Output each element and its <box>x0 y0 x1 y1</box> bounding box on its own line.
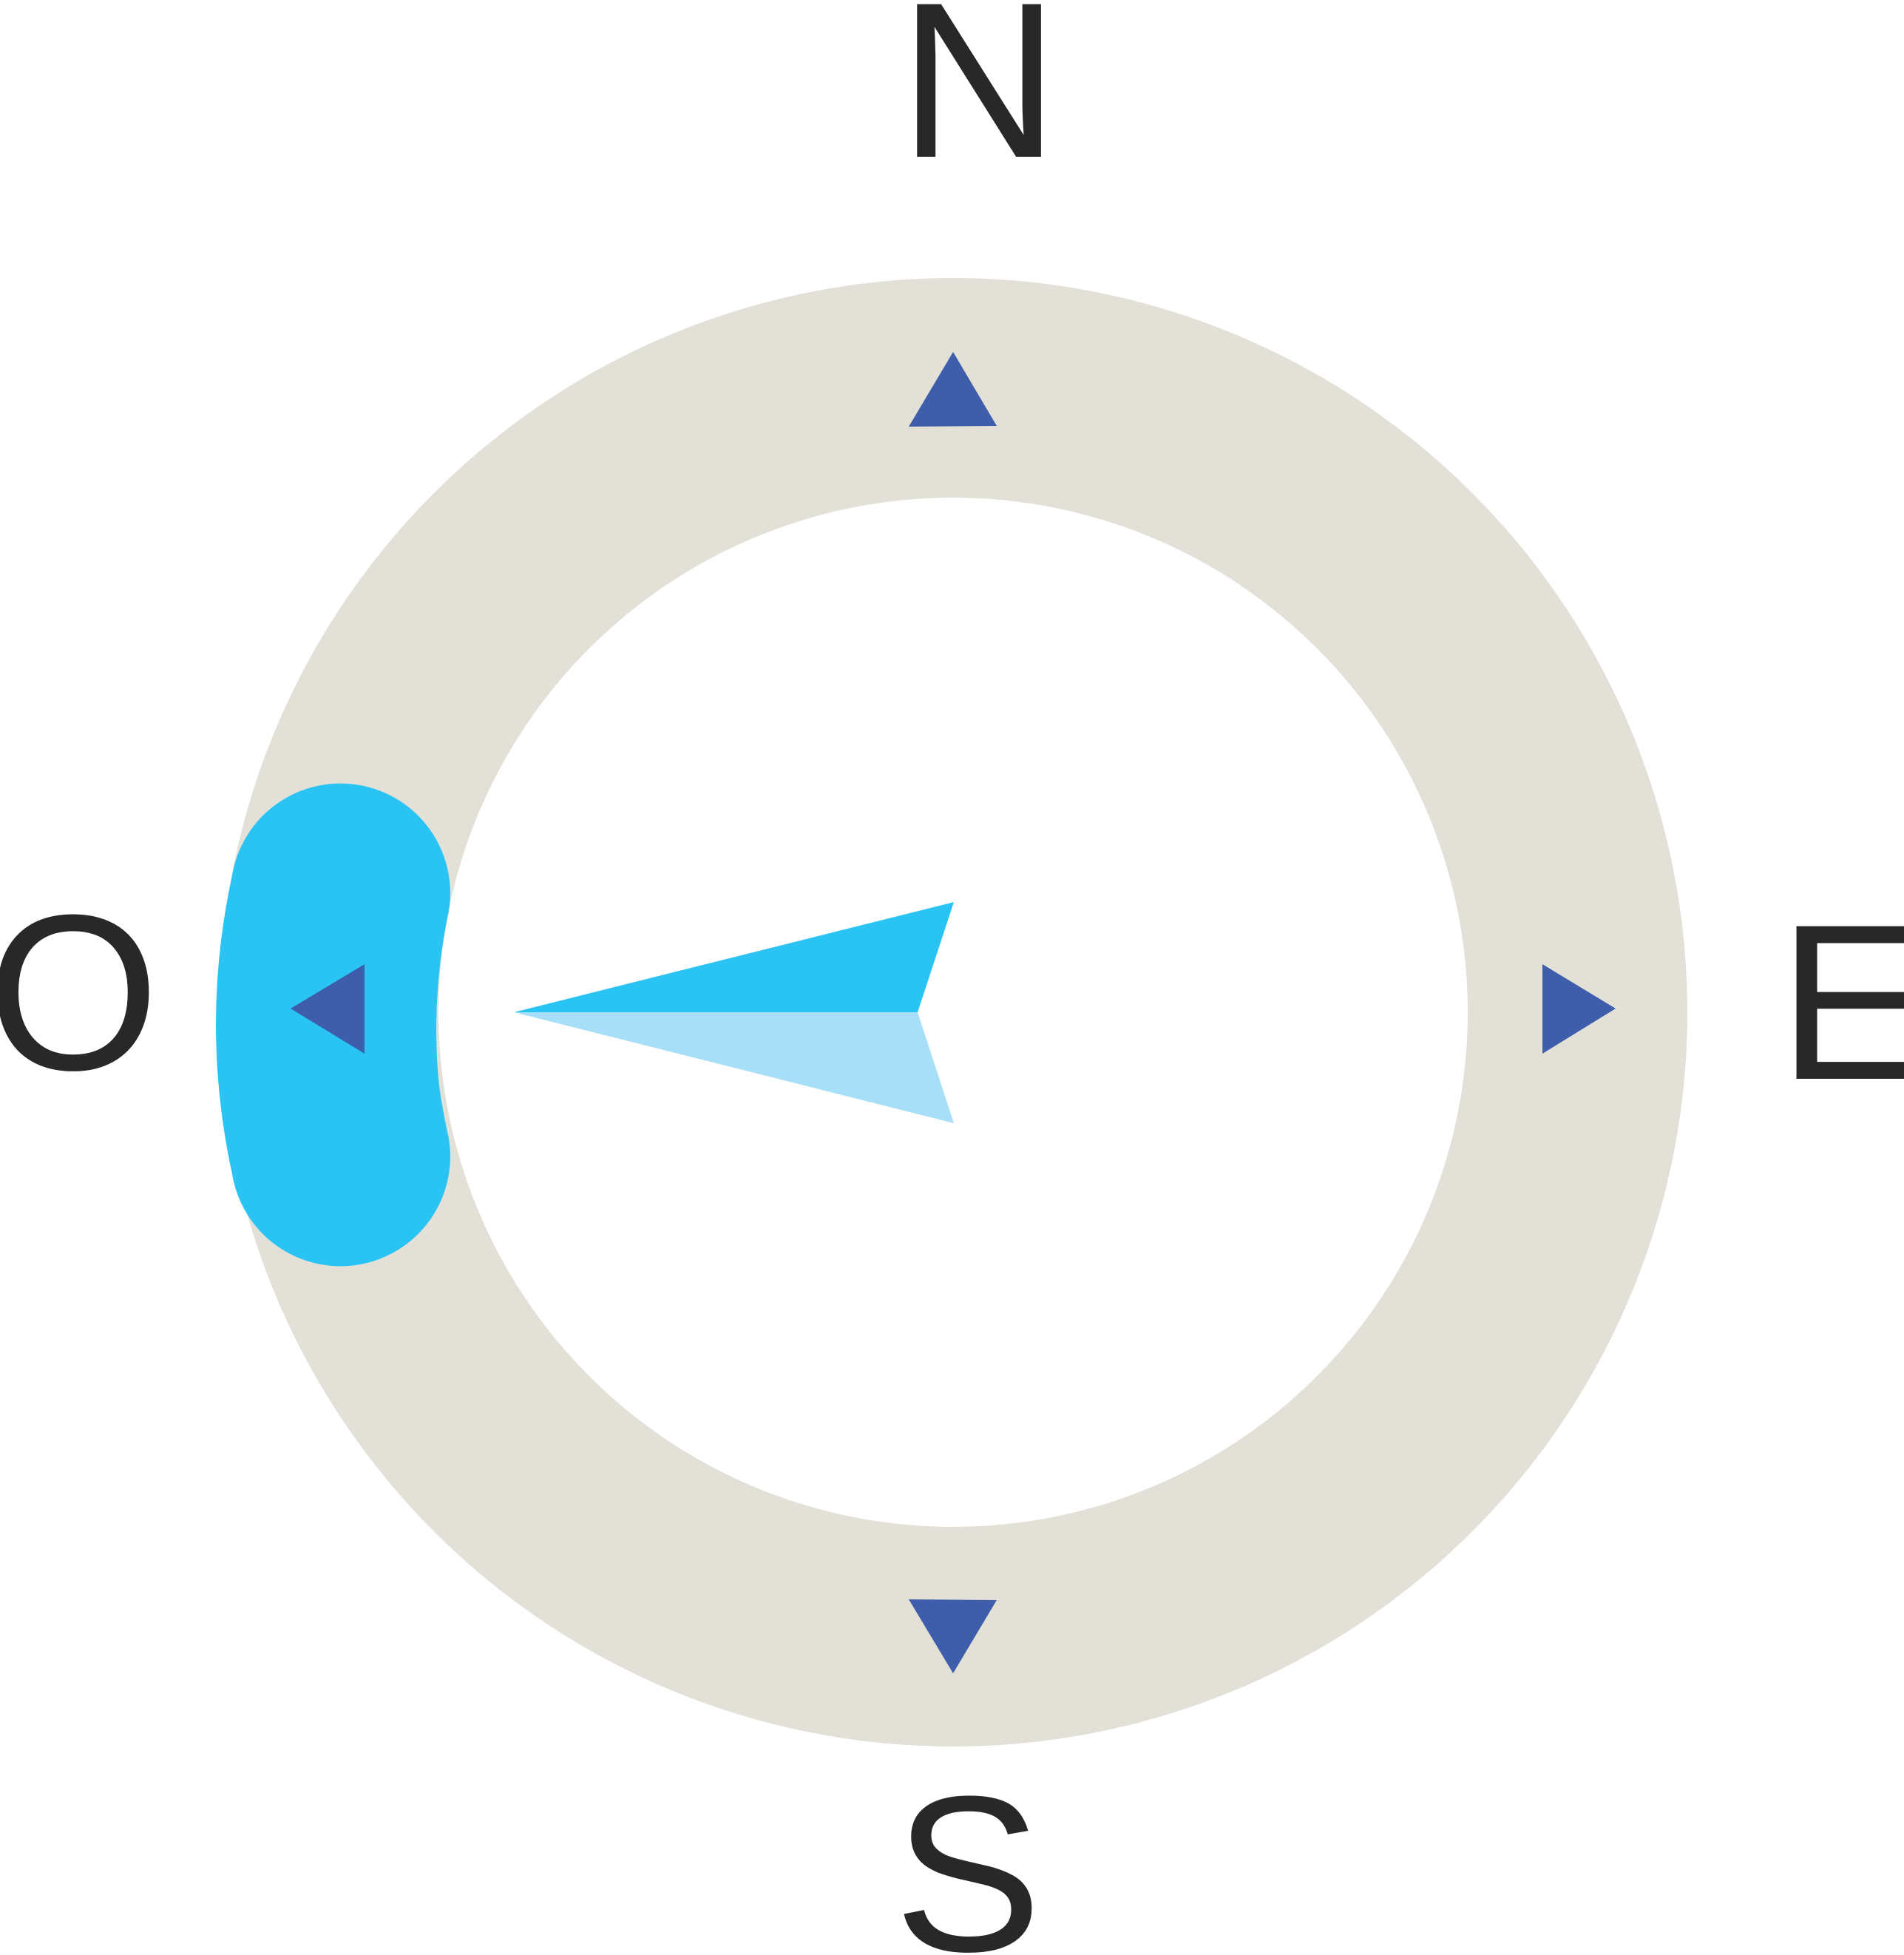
label-west: O <box>0 868 160 1117</box>
triangle-up-icon <box>909 352 997 427</box>
label-east: E <box>1778 878 1904 1126</box>
triangle-left-icon <box>291 964 365 1054</box>
direction-markers <box>291 352 1616 1673</box>
label-north: N <box>899 0 1060 204</box>
label-south: S <box>894 1749 1042 1955</box>
compass-needle-icon <box>514 902 954 1123</box>
triangle-down-icon <box>909 1599 997 1673</box>
needle-lower-half <box>514 1012 954 1123</box>
compass-ring <box>218 278 1687 1746</box>
triangle-right-icon <box>1542 964 1616 1054</box>
needle-upper-half <box>514 902 954 1012</box>
